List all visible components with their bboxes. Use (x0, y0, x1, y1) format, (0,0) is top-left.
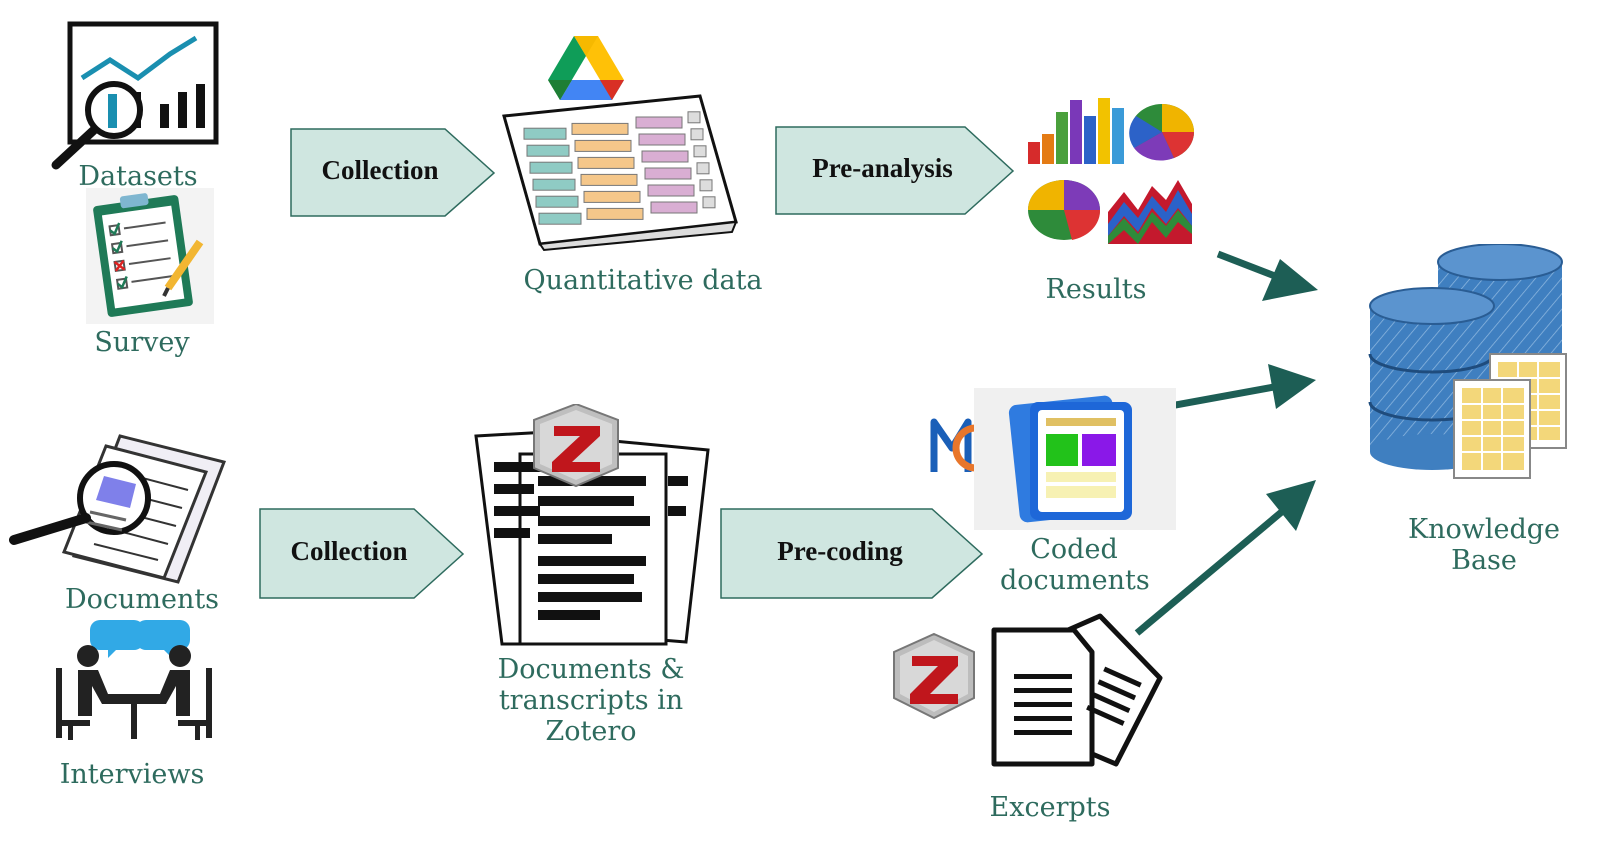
spreadsheet-cell (647, 184, 695, 197)
interview-people-icon (56, 620, 212, 740)
spreadsheet-cell (526, 144, 570, 157)
spreadsheet-cell (696, 162, 710, 175)
datasets-label: Datasets (78, 161, 198, 192)
docs-zotero-line2: transcripts in (498, 685, 684, 716)
excerpts-label: Excerpts (989, 792, 1111, 823)
survey-label: Survey (94, 327, 190, 358)
spreadsheet-cell (580, 173, 638, 186)
clipboard-checklist-icon (86, 188, 214, 324)
3d-charts-icon (1028, 98, 1194, 244)
spreadsheet-cell (571, 122, 629, 135)
pre-analysis-process-shape (775, 126, 1015, 215)
coded-documents-label: Coded documents (1000, 534, 1150, 596)
docs-zotero-line1: Documents & (497, 654, 685, 685)
spreadsheet-cell (693, 145, 707, 158)
documents-label: Documents (64, 584, 220, 615)
results-to-kb-arrow (1216, 250, 1318, 301)
spreadsheet-cell (577, 156, 635, 169)
collection-top-label: Collection (321, 155, 439, 185)
coded-document-icon (974, 388, 1176, 530)
spreadsheet-cell (638, 133, 686, 146)
spreadsheet-cell (699, 179, 713, 192)
collection-bottom-process-shape (259, 508, 465, 599)
coded-documents-line1: Coded (1030, 534, 1118, 565)
interviews-label: Interviews (59, 759, 205, 790)
spreadsheet-cell (650, 201, 698, 214)
spreadsheet-cell (583, 190, 641, 203)
chart-magnifier-icon (51, 21, 219, 170)
spreadsheet-cell (574, 139, 632, 152)
spreadsheet-cell (641, 150, 689, 163)
docs-zotero-label: Documents & transcripts in Zotero (486, 654, 696, 747)
collection-bottom-label: Collection (290, 536, 408, 566)
collection-top-process-shape (290, 128, 496, 217)
docs-zotero-line3: Zotero (545, 716, 637, 747)
database-icon (1368, 244, 1567, 479)
google-drive-icon (548, 36, 624, 100)
excerpt-pages-icon (991, 613, 1163, 767)
table-icon-front (1453, 379, 1531, 479)
spreadsheet-cell (529, 161, 573, 174)
spreadsheet-cell (687, 111, 701, 124)
pre-coding-label: Pre-coding (777, 536, 903, 566)
spreadsheet-cell (644, 167, 692, 180)
pre-coding-process-shape (720, 508, 984, 599)
results-label: Results (1045, 274, 1147, 305)
spreadsheet-cell (523, 127, 567, 140)
quantitative-data-label: Quantitative data (523, 265, 763, 296)
spreadsheet-cell (635, 116, 683, 129)
excerpts-to-kb-arrow (1134, 480, 1316, 636)
spreadsheet-cell (690, 128, 704, 141)
zotero-icon (533, 404, 619, 488)
knowledge-base-line2: Base (1451, 545, 1517, 576)
zotero-icon (893, 632, 975, 720)
knowledge-base-label: Knowledge Base (1400, 514, 1568, 576)
document-magnifier-icon (9, 434, 227, 584)
coded-documents-line2: documents (1000, 565, 1150, 596)
knowledge-base-line1: Knowledge (1407, 514, 1561, 545)
spreadsheet-cell (702, 196, 716, 209)
spreadsheet-cell (538, 212, 582, 225)
pre-analysis-label: Pre-analysis (812, 153, 953, 183)
zotero-document-stack-icon (474, 404, 710, 646)
spreadsheet-cell (535, 195, 579, 208)
spreadsheet-cell (586, 207, 644, 220)
spreadsheet-icon (502, 94, 738, 252)
spreadsheet-cell (532, 178, 576, 191)
